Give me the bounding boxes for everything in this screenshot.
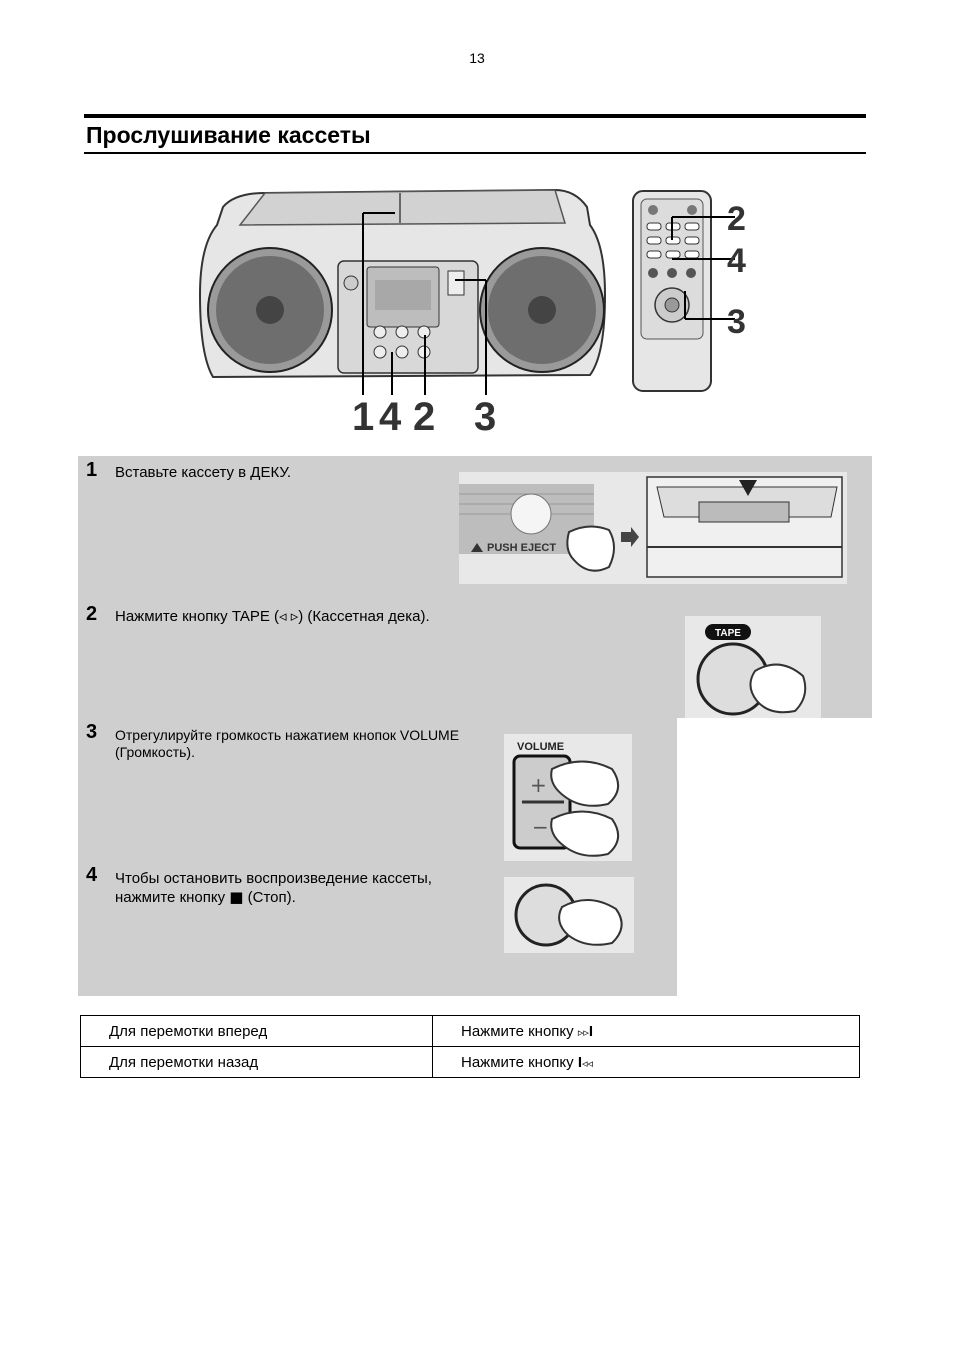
step-text-4-line1: Чтобы остановить воспроизведение кассеты… <box>115 870 432 887</box>
skip-bar-icon: I <box>588 1022 594 1040</box>
svg-text:−: − <box>532 815 549 839</box>
step-text-4-after: (Стоп). <box>247 889 296 906</box>
boombox-illustration: 1 4 2 3 2 4 3 <box>198 188 746 435</box>
callout-remote-4: 4 <box>727 242 746 280</box>
rewind-table: Для перемотки вперед Нажмите кнопку ▹▹I … <box>80 1015 860 1078</box>
callout-unit-4: 4 <box>379 395 402 435</box>
action-text: Нажмите кнопку <box>461 1053 574 1071</box>
page-number: 13 <box>469 50 485 66</box>
stop-button-illustration <box>504 877 634 953</box>
step-text-4-line2: нажмите кнопку ■ (Стоп). <box>115 888 296 907</box>
step-number-2: 2 <box>86 603 98 625</box>
step-number-4: 4 <box>86 864 98 886</box>
table-cell-label: Для перемотки назад <box>80 1046 433 1078</box>
step-number-1: 1 <box>86 459 98 481</box>
tape-button-illustration: TAPE <box>685 616 821 718</box>
table-row: Для перемотки вперед Нажмите кнопку ▹▹I <box>80 1015 860 1047</box>
step-text-2: Нажмите кнопку TAPE (◃ ▹) (Кассетная дек… <box>115 608 430 625</box>
stop-icon: ■ <box>229 888 244 906</box>
callout-unit-2: 2 <box>413 395 435 435</box>
callout-unit-1: 1 <box>352 395 374 435</box>
step-number-3: 3 <box>86 721 98 743</box>
table-cell-label: Для перемотки вперед <box>80 1015 433 1047</box>
step-text-3-line1: Отрегулируйте громкость нажатием кнопок … <box>115 727 460 743</box>
table-cell-action: Нажмите кнопку ▹▹I <box>432 1015 860 1047</box>
title-rule-bottom <box>84 152 866 154</box>
table-row: Для перемотки назад Нажмите кнопку I◃◃ <box>80 1046 860 1078</box>
action-text: Нажмите кнопку <box>461 1022 574 1040</box>
push-eject-illustration: PUSH EJECT <box>459 472 847 584</box>
skip-bar-icon: I <box>577 1053 582 1071</box>
callout-unit-3: 3 <box>474 395 496 435</box>
fast-forward-icon: ▹▹ <box>577 1025 589 1039</box>
page-title: Прослушивание кассеты <box>86 122 371 148</box>
step-text-3-line2: (Громкость). <box>115 744 195 760</box>
svg-text:+: + <box>530 773 547 797</box>
table-cell-action: Нажмите кнопку I◃◃ <box>432 1046 860 1078</box>
callout-remote-2: 2 <box>727 200 746 238</box>
step-text-1: Вставьте кассету в ДЕКУ. <box>115 464 292 481</box>
rewind-icon: ◃◃ <box>582 1056 594 1070</box>
tape-label: TAPE <box>715 628 741 639</box>
volume-label: VOLUME <box>517 741 564 753</box>
push-eject-label: PUSH EJECT <box>487 542 556 554</box>
callout-remote-3: 3 <box>727 303 746 341</box>
step-text-4-before: нажмите кнопку <box>115 889 226 906</box>
volume-buttons-illustration: VOLUME + − <box>504 734 632 861</box>
title-rule-top <box>84 114 866 118</box>
